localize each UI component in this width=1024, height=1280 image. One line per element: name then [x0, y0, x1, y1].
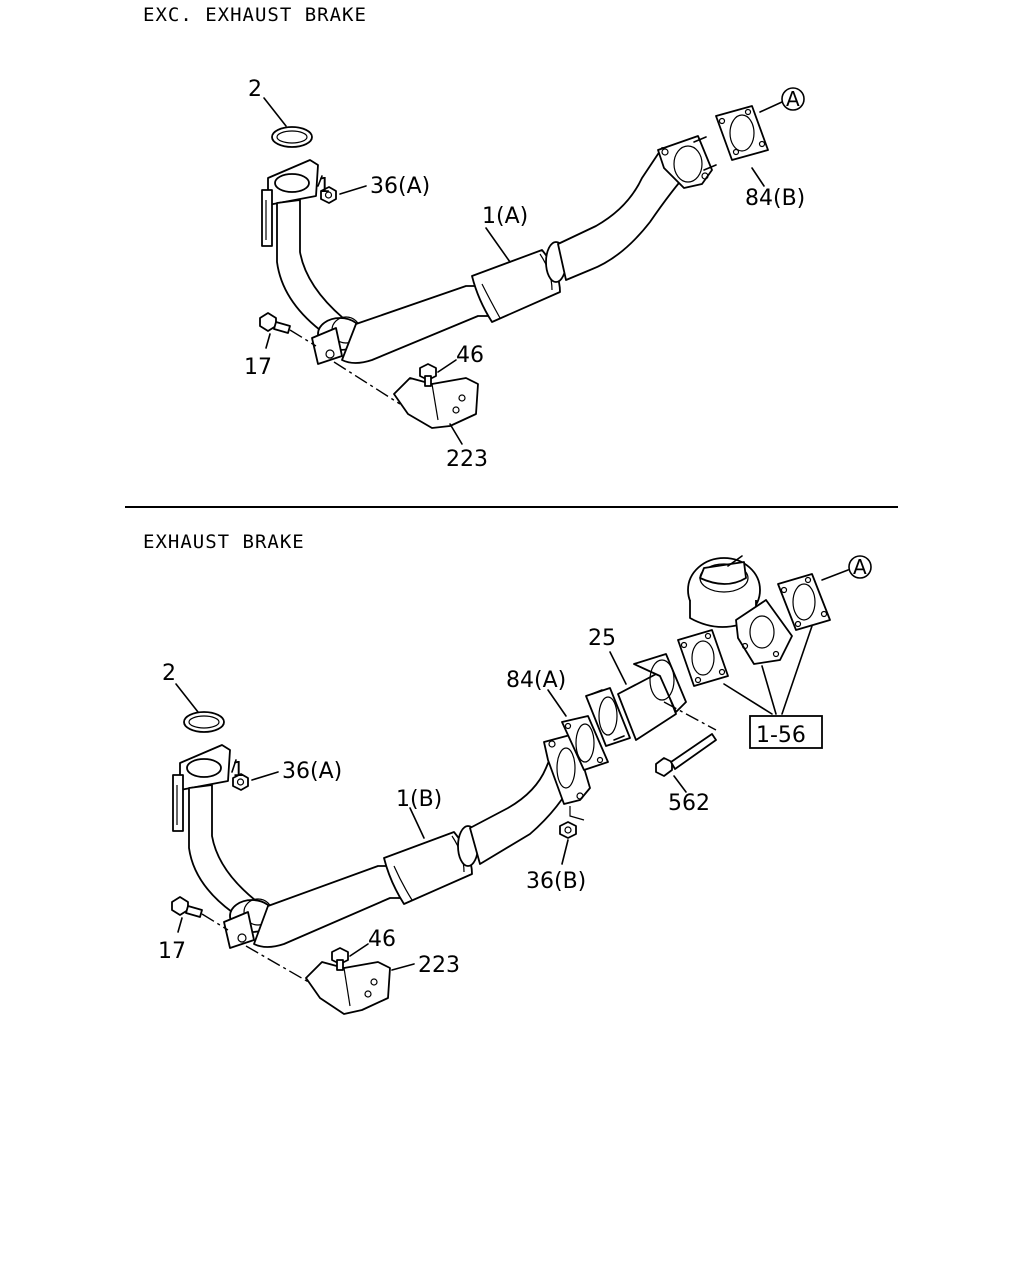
valve-gasket-rear: [777, 573, 831, 631]
nut-36b: [559, 821, 577, 839]
section-title: EXC. EXHAUST BRAKE: [143, 4, 367, 26]
ring-gasket: [271, 126, 313, 148]
callout-pipe: 1(B): [396, 787, 442, 812]
callout-bolt: 17: [244, 355, 272, 380]
section-title: EXHAUST BRAKE: [143, 531, 305, 553]
rear-gasket: [715, 105, 769, 161]
flange-nut: [320, 186, 337, 204]
callout-ring: 2: [162, 661, 176, 686]
valve-gasket-front: [677, 629, 729, 687]
bracket-223: [393, 377, 479, 429]
callout-ring: 2: [248, 77, 262, 102]
callout-nut: 36(A): [282, 759, 342, 784]
reference-circle-a: [781, 87, 805, 111]
adapter-25: [585, 653, 687, 747]
bracket-223: [305, 961, 391, 1015]
flange-nut: [232, 773, 249, 791]
callout-bracket-bolt: 46: [456, 343, 484, 368]
callout-bracket-bolt: 46: [368, 927, 396, 952]
front-pipe-1a: [261, 135, 717, 365]
callout-assembly-box: 1-56: [756, 723, 806, 748]
callout-bracket: 223: [418, 953, 460, 978]
section-exc-exhaust-brake: EXC. EXHAUST BRAKE 2: [143, 4, 805, 472]
callout-long-bolt: 562: [668, 791, 710, 816]
gasket-84a: [561, 715, 609, 771]
callout-gasket: 84(A): [506, 668, 566, 693]
callout-ref-circle: A: [853, 555, 867, 579]
callout-nut: 36(A): [370, 174, 430, 199]
callout-flange-nut-ref: 1: [318, 173, 331, 197]
callout-flange-nut-ref: 1: [232, 757, 245, 781]
assembly-reference-box: [749, 715, 823, 749]
callout-nut-b: 36(B): [526, 869, 586, 894]
section-exhaust-brake: EXHAUST BRAKE 2: [143, 531, 872, 1015]
callout-bracket: 223: [446, 447, 488, 472]
callout-bolt: 17: [158, 939, 186, 964]
reference-circle-a: [848, 555, 872, 579]
callout-adapter: 25: [588, 626, 616, 651]
callout-pipe: 1(A): [482, 204, 528, 229]
callout-gasket: 84(B): [745, 186, 805, 211]
exhaust-brake-valve: [687, 555, 793, 665]
bolt-46: [419, 363, 437, 387]
bolt-46: [331, 947, 349, 971]
bolt-17: [171, 896, 203, 918]
bolt-17: [259, 312, 291, 334]
ring-gasket: [183, 711, 225, 733]
callout-ref-circle: A: [786, 87, 800, 111]
long-bolt-562: [655, 733, 717, 777]
